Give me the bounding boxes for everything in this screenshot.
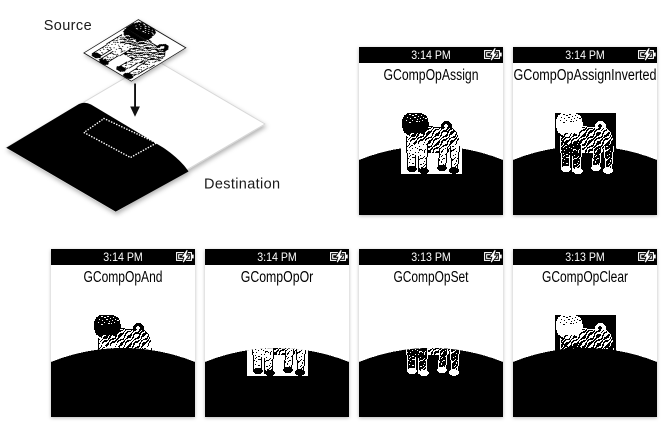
svg-text:3:14 PM: 3:14 PM [565, 50, 605, 62]
svg-text:3:14 PM: 3:14 PM [257, 252, 297, 264]
svg-text:Destination: Destination [204, 177, 280, 193]
svg-text:GCompOpSet: GCompOpSet [393, 269, 469, 286]
svg-text:GCompOpAssignInverted: GCompOpAssignInverted [514, 67, 657, 84]
svg-text:GCompOpAssign: GCompOpAssign [383, 67, 478, 84]
svg-text:GCompOpClear: GCompOpClear [542, 269, 628, 286]
svg-text:3:13 PM: 3:13 PM [565, 252, 605, 264]
svg-text:GCompOpOr: GCompOpOr [240, 269, 313, 286]
svg-text:Source: Source [44, 18, 92, 34]
svg-text:3:14 PM: 3:14 PM [411, 50, 451, 62]
svg-text:3:13 PM: 3:13 PM [411, 252, 451, 264]
svg-text:3:14 PM: 3:14 PM [103, 252, 143, 264]
svg-text:GCompOpAnd: GCompOpAnd [83, 269, 162, 286]
